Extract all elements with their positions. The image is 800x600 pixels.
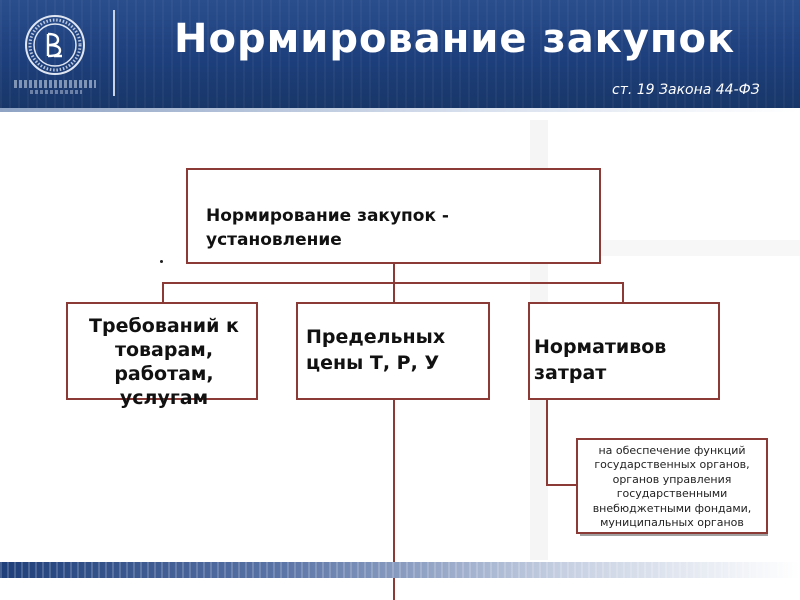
header-vertical-rule: [113, 10, 115, 96]
stray-dot: [160, 260, 163, 263]
logo-caption: [14, 80, 96, 88]
price-limits-label: Предельных цены Т, Р, У: [306, 326, 446, 374]
header-divider: [0, 108, 800, 112]
footer-texture: [0, 562, 800, 578]
cost-norms-label: Нормативов затрат: [534, 336, 667, 384]
connector-main-down: [393, 264, 395, 283]
requirements-label: Требований к товарам, работам, услугам: [89, 315, 239, 409]
footer-bar: [0, 562, 800, 578]
law-reference: ст. 19 Закона 44-ФЗ: [612, 82, 760, 98]
connector-to-sub: [546, 484, 576, 486]
main-concept-box: Нормирование закупок - установление: [186, 168, 601, 264]
slide-header: [0, 0, 800, 108]
connector-to-prices: [393, 282, 395, 302]
price-limits-box: Предельных цены Т, Р, У: [296, 302, 490, 400]
connector-to-norms: [622, 282, 624, 302]
box-shadow-edge: [580, 534, 768, 536]
connector-norms-down: [546, 400, 548, 486]
header-texture: [0, 0, 800, 108]
page-title: Нормирование закупок: [174, 16, 736, 62]
cost-norms-box: Нормативов затрат: [528, 302, 720, 400]
connector-prices-down: [393, 400, 395, 600]
cost-norms-detail-box: на обеспечение функций государственных о…: [576, 438, 768, 534]
main-concept-label: Нормирование закупок - установление: [206, 206, 449, 250]
university-logo-icon: [25, 15, 85, 75]
logo-caption-line: [30, 90, 82, 94]
requirements-box: Требований к товарам, работам, услугам: [66, 302, 258, 409]
connector-to-requirements: [162, 282, 164, 302]
cost-norms-detail-label: на обеспечение функций государственных о…: [592, 444, 752, 530]
